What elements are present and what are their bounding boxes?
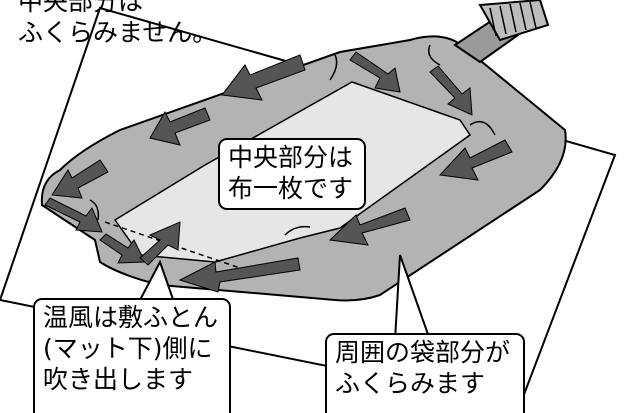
bag-seams bbox=[89, 44, 496, 236]
callout-top-left-line2: ふくらみません。 bbox=[18, 18, 218, 47]
callout-center-line2: 布一枚です bbox=[228, 174, 354, 203]
airflow-arrow-icon bbox=[429, 65, 473, 116]
callout-top-left-line1: 中央部分は bbox=[18, 0, 144, 16]
callout-center-line1: 中央部分は bbox=[228, 143, 354, 172]
callout-bottom-right-line2: ふくらみます bbox=[335, 369, 486, 398]
airflow-arrow-icon bbox=[349, 51, 401, 93]
callout-bottom-left-line1: 温風は敷ふとん bbox=[43, 303, 219, 332]
airflow-arrow-icon bbox=[438, 139, 513, 181]
airflow-arrow-icon bbox=[328, 207, 411, 246]
callout-bottom-right-line1: 周囲の袋部分が bbox=[335, 338, 511, 367]
airflow-arrow-icon bbox=[149, 107, 211, 146]
hose-icon bbox=[453, 0, 550, 64]
airflow-arrows bbox=[44, 51, 513, 293]
callout-top-left: 中央部分は ふくらみません。 bbox=[18, 0, 217, 48]
airflow-arrow-icon bbox=[99, 233, 146, 264]
airflow-arrow-icon bbox=[51, 159, 109, 199]
outlet-dashed-line bbox=[104, 221, 241, 269]
airflow-arrow-icon bbox=[44, 197, 103, 233]
airflow-arrow-icon bbox=[139, 221, 181, 266]
callout-bottom-left-line3: 吹き出します bbox=[43, 365, 194, 394]
airflow-arrow-icon bbox=[221, 54, 306, 101]
callout-center: 中央部分は 布一枚です bbox=[218, 138, 366, 210]
callout-bottom-left: 温風は敷ふとん (マット下)側に 吹き出します bbox=[33, 298, 231, 413]
airflow-arrow-icon bbox=[178, 257, 301, 293]
leader-line-bottom-left bbox=[139, 259, 176, 306]
callout-bottom-left-line2: (マット下)側に bbox=[43, 334, 213, 363]
leader-line-bottom-right bbox=[394, 254, 431, 341]
callout-bottom-right: 周囲の袋部分が ふくらみます bbox=[325, 333, 525, 413]
